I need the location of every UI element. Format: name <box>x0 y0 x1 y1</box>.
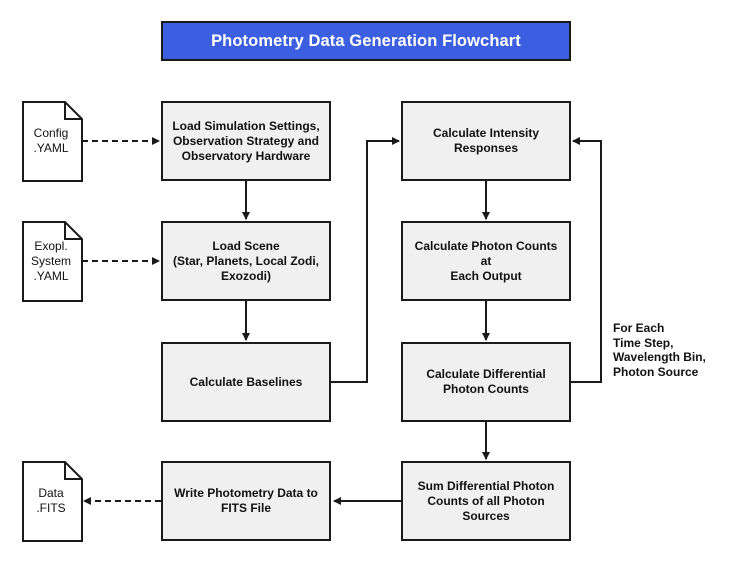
config-file-shape <box>22 101 83 182</box>
calculate-differential-step: Calculate Differential Photon Counts <box>401 342 571 422</box>
flowchart-title-box: Photometry Data Generation Flowchart <box>161 21 571 61</box>
write-fits-label: Write Photometry Data to FITS File <box>174 486 318 515</box>
load-settings-step: Load Simulation Settings, Observation St… <box>161 101 331 181</box>
load-scene-label: Load Scene (Star, Planets, Local Zodi, E… <box>172 238 320 283</box>
exoplanet-system-file-label: Exopl. System .YAML <box>30 239 71 283</box>
sum-differential-label: Sum Differential Photon Counts of all Ph… <box>417 478 555 523</box>
load-scene-step: Load Scene (Star, Planets, Local Zodi, E… <box>161 221 331 301</box>
load-settings-label: Load Simulation Settings, Observation St… <box>172 118 320 163</box>
config-file-label: Config .YAML <box>33 126 69 155</box>
write-fits-step: Write Photometry Data to FITS File <box>161 461 331 541</box>
data-fits-file-shape <box>22 461 83 542</box>
arrow-loop-back-to-intensity <box>571 137 602 383</box>
arrow-baselines-to-intensity <box>331 137 400 383</box>
flowchart-title: Photometry Data Generation Flowchart <box>211 31 521 50</box>
calculate-photon-counts-step: Calculate Photon Counts at Each Output <box>401 221 571 301</box>
calculate-photon-counts-label: Calculate Photon Counts at Each Output <box>414 238 558 283</box>
data-fits-file-label: Data .FITS <box>36 486 66 515</box>
calculate-differential-label: Calculate Differential Photon Counts <box>426 367 546 396</box>
calculate-intensity-label: Calculate Intensity Responses <box>432 126 540 155</box>
calculate-baselines-step: Calculate Baselines <box>161 342 331 422</box>
calculate-baselines-label: Calculate Baselines <box>189 374 303 389</box>
loop-annotation: For Each Time Step, Wavelength Bin, Phot… <box>613 321 706 379</box>
calculate-intensity-step: Calculate Intensity Responses <box>401 101 571 181</box>
exoplanet-system-file-shape <box>22 221 83 302</box>
sum-differential-step: Sum Differential Photon Counts of all Ph… <box>401 461 571 541</box>
